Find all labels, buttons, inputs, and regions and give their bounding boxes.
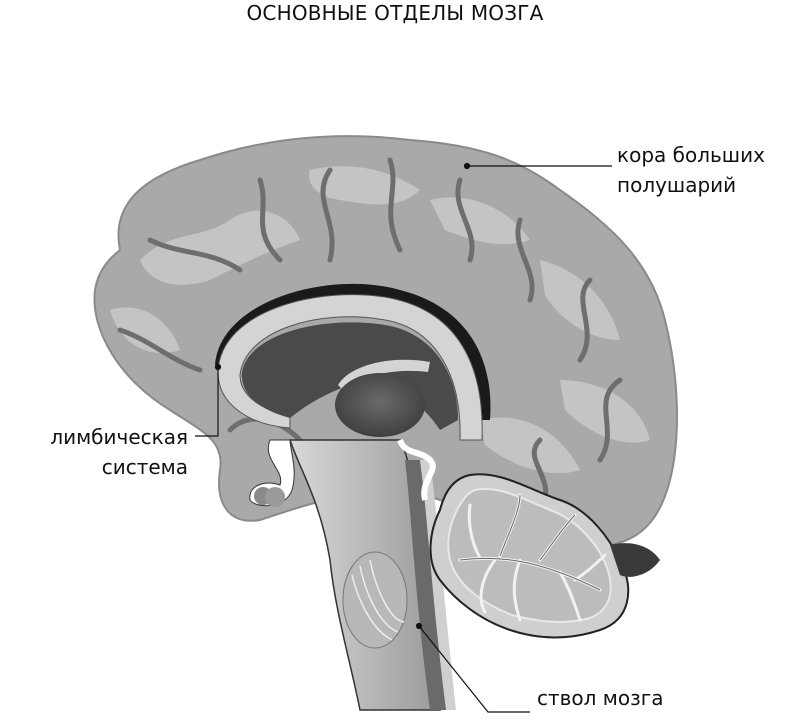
leader-lines <box>195 162 612 713</box>
label-cerebral-cortex: кора больших полушарий <box>617 140 765 200</box>
brainstem <box>288 439 456 711</box>
pons <box>342 551 408 649</box>
diagram-title: ОСНОВНЫЕ ОТДЕЛЫ МОЗГА <box>246 1 544 25</box>
label-limbic-system: лимбическая система <box>18 422 188 482</box>
label-brainstem-line1: ствол мозга <box>537 686 664 710</box>
label-limbic-line2: система <box>101 455 188 479</box>
thalamus <box>335 373 425 437</box>
label-cortex-line2: полушарий <box>617 173 737 197</box>
fornix <box>338 359 430 392</box>
label-brainstem: ствол мозга <box>537 683 664 713</box>
cerebellum <box>429 473 630 639</box>
label-cortex-line1: кора больших <box>617 143 765 167</box>
label-limbic-line1: лимбическая <box>50 425 188 449</box>
pituitary <box>249 439 295 507</box>
